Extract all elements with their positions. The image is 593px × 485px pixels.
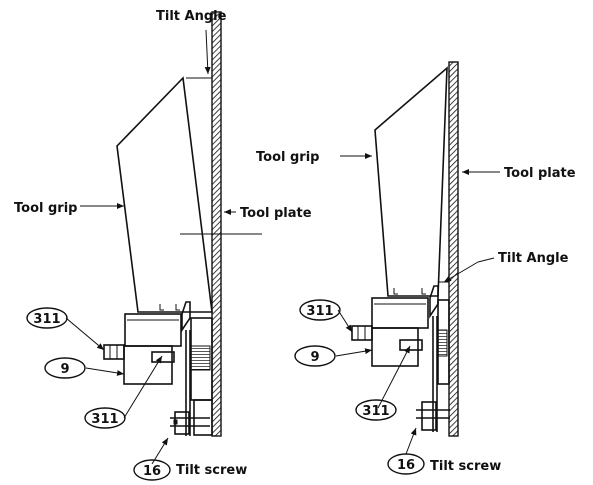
right-tool-grip — [374, 66, 448, 297]
right-lower-block — [371, 327, 419, 367]
left-nut-upper — [103, 344, 125, 360]
right-callout-311-upper: 311 — [299, 299, 341, 321]
svg-text:311: 311 — [33, 312, 60, 327]
svg-text:16: 16 — [143, 464, 161, 479]
left-spring — [189, 345, 211, 371]
svg-text:311: 311 — [362, 404, 389, 419]
right-tilt-screw — [421, 401, 437, 431]
left-tool-plate-text: Tool plate — [240, 206, 312, 221]
right-bracket — [429, 285, 439, 319]
right-tilt-screw-text: Tilt screw — [430, 459, 501, 474]
left-bracket — [181, 301, 191, 333]
left-assembly — [65, 11, 262, 465]
left-upper-block — [124, 313, 182, 347]
left-nut-lower — [151, 351, 175, 363]
right-nut-lower — [399, 339, 423, 351]
right-tilt-angle-label: Tilt Angle — [498, 251, 569, 266]
left-tool-plate — [211, 11, 222, 437]
svg-text:311: 311 — [91, 412, 118, 427]
left-callout-311-lower: 311 — [84, 407, 126, 429]
left-callout-9: 9 — [44, 357, 86, 379]
left-callout-16: 16 — [133, 459, 171, 481]
svg-text:16: 16 — [397, 458, 415, 473]
right-assembly — [335, 61, 500, 455]
right-spring — [436, 329, 448, 357]
right-callout-9: 9 — [294, 345, 336, 367]
left-callout-311-upper: 311 — [26, 307, 68, 329]
left-tool-grip — [116, 76, 213, 313]
svg-text:311: 311 — [306, 304, 333, 319]
right-callout-16: 16 — [387, 453, 425, 475]
svg-text:9: 9 — [60, 362, 69, 377]
right-tool-plate-text: Tool plate — [504, 166, 576, 181]
right-callout-311-lower: 311 — [355, 399, 397, 421]
svg-text:9: 9 — [310, 350, 319, 365]
right-tool-plate — [448, 61, 459, 437]
left-lower-block — [123, 345, 173, 385]
left-tilt-screw-text: Tilt screw — [176, 463, 247, 478]
right-nut-upper — [351, 325, 373, 341]
left-tilt-angle-label: Tilt Angle — [156, 9, 227, 24]
left-tool-grip-text: Tool grip — [14, 201, 77, 216]
right-tool-grip-text: Tool grip — [256, 150, 319, 165]
right-upper-block — [371, 297, 429, 329]
